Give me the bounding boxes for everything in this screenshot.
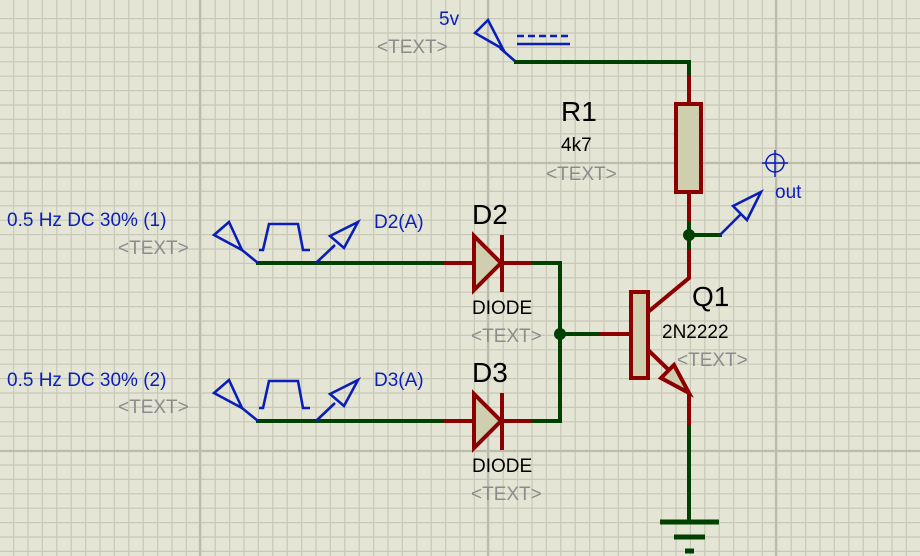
probe-d2a-label: D2(A) [374, 212, 424, 233]
wire-diode-or-bus [530, 261, 562, 423]
diode-d2[interactable]: D2 DIODE <TEXT> [444, 199, 542, 347]
d3-triangle-icon [472, 389, 504, 453]
power-terminal-stem [499, 47, 517, 63]
r1-text-placeholder: <TEXT> [546, 164, 617, 185]
gen1-flag-icon [211, 219, 245, 253]
d3-text-placeholder: <TEXT> [471, 484, 542, 505]
out-probe-stem [719, 213, 742, 236]
q1-text-placeholder: <TEXT> [677, 350, 748, 371]
d2-ref: D2 [472, 199, 508, 230]
probe-d2a-stem [315, 244, 336, 264]
r1-body [674, 102, 703, 194]
d2-value: DIODE [472, 298, 532, 319]
gen1-stem [241, 248, 259, 265]
pulse-generator-1[interactable]: 0.5 Hz DC 30% (1) <TEXT> [7, 210, 310, 265]
d3-value: DIODE [472, 456, 532, 477]
d2-text-placeholder: <TEXT> [471, 326, 542, 347]
power-text-placeholder: <TEXT> [377, 37, 448, 58]
gen2-label: 0.5 Hz DC 30% (2) [7, 370, 166, 391]
probe-d3a-label: D3(A) [374, 370, 424, 391]
gen2-flag-icon [211, 377, 245, 411]
gen2-stem [241, 406, 259, 423]
q1-base-bar [629, 290, 650, 380]
gen1-pulse-icon [259, 222, 310, 252]
power-label: 5v [439, 9, 460, 30]
gen2-pulse-icon [259, 379, 310, 410]
power-terminal-5v[interactable]: 5v <TEXT> [377, 9, 570, 63]
d2-triangle-icon [472, 231, 504, 295]
out-probe-arrow-icon [730, 189, 764, 223]
output-probe[interactable]: out [719, 150, 802, 236]
resistor-r1[interactable]: R1 4k7 <TEXT> [546, 76, 703, 222]
q1-ref: Q1 [692, 281, 729, 312]
d3-ref: D3 [472, 357, 508, 388]
junction-dot-out [683, 229, 695, 241]
diode-d3[interactable]: D3 DIODE <TEXT> [444, 357, 542, 505]
r1-ref: R1 [561, 96, 597, 127]
q1-value: 2N2222 [662, 322, 729, 343]
q1-emitter-arrow-icon [657, 361, 694, 398]
probe-d3a-stem [315, 402, 336, 422]
pulse-generator-2[interactable]: 0.5 Hz DC 30% (2) <TEXT> [7, 370, 310, 423]
gen1-label: 0.5 Hz DC 30% (1) [7, 210, 166, 231]
wire-vcc-to-r1 [514, 60, 691, 80]
r1-value: 4k7 [561, 135, 592, 156]
power-terminal-flag-icon [472, 17, 507, 53]
transistor-q1[interactable]: Q1 2N2222 <TEXT> [600, 250, 748, 426]
probe-d2a-arrow-icon [327, 219, 362, 251]
voltage-probe-d3a[interactable]: D3(A) [315, 370, 424, 422]
out-label: out [775, 182, 802, 203]
gen1-text-placeholder: <TEXT> [118, 238, 189, 259]
probe-d3a-arrow-icon [327, 377, 362, 409]
q1-collector-lead [646, 250, 691, 314]
junction-dot-base [554, 328, 566, 340]
gen2-text-placeholder: <TEXT> [118, 397, 189, 418]
ground-symbol[interactable] [660, 519, 719, 554]
voltage-probe-d2a[interactable]: D2(A) [315, 212, 424, 264]
